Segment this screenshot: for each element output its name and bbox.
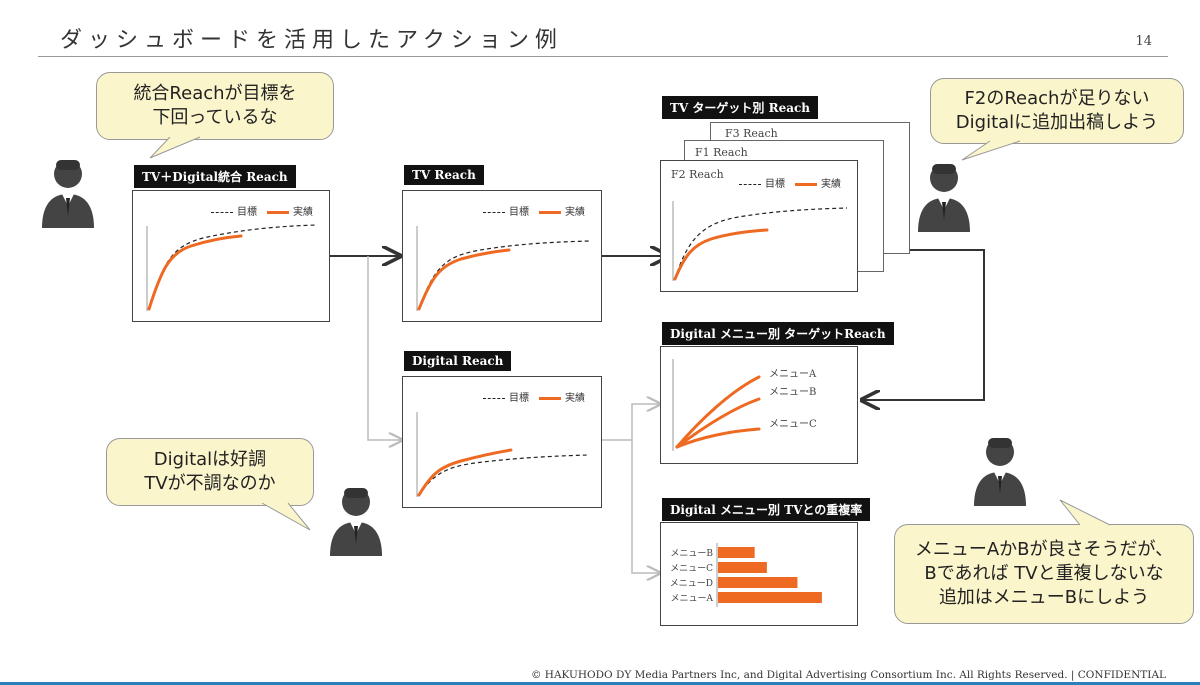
legend-actual-line <box>539 397 561 400</box>
legend-target-line <box>739 184 761 185</box>
panel-digital-menu-target: メニューA メニューB メニューC <box>660 346 858 464</box>
reach-line-chart <box>416 412 590 497</box>
series-label-menu-b: メニューB <box>769 387 816 398</box>
sheet-label: F3 Reach <box>725 127 778 140</box>
panel-integrated-reach: 目標 実績 <box>132 190 330 322</box>
bubble-line: Digitalに追加出稿しよう <box>955 112 1159 133</box>
legend-target-line <box>211 212 233 213</box>
legend-actual-label: 実績 <box>565 207 585 218</box>
bubble-line: Digitalは好調 <box>153 449 267 470</box>
bubble-line: メニューAかBが良さそうだが、 <box>914 539 1174 560</box>
legend-target-label: 目標 <box>237 207 257 218</box>
legend-target-label: 目標 <box>509 393 529 404</box>
sheet-label: F1 Reach <box>695 146 748 159</box>
series-line-menu-a <box>675 375 761 449</box>
bar-メニューD <box>718 577 798 588</box>
bubble-line: 統合Reachが目標を <box>133 83 297 104</box>
legend-actual-label: 実績 <box>565 393 585 404</box>
panel-digital-menu-overlap: メニューB メニューC メニューD メニューA <box>660 522 858 626</box>
chart-legend: 目標 実績 <box>739 175 841 190</box>
speech-bubble-top-left: 統合Reachが目標を 下回っているな <box>96 72 334 140</box>
bubble-line: TVが不調なのか <box>144 473 276 494</box>
page-number: 14 <box>1135 34 1152 49</box>
menu-line-chart: メニューA メニューB メニューC <box>672 359 817 451</box>
copyright-footer: © HAKUHODO DY Media Partners Inc, and Di… <box>530 669 1166 681</box>
overlap-bar-chart: メニューB メニューC メニューD メニューA <box>670 543 822 607</box>
bar-メニューB <box>718 547 755 558</box>
legend-actual-line <box>539 211 561 214</box>
footer-divider <box>0 682 1200 685</box>
panel-label-integrated: TV＋Digital統合 Reach <box>134 165 296 188</box>
panel-label-tv: TV Reach <box>404 165 484 185</box>
panel-tv-reach: 目標 実績 <box>402 190 602 322</box>
legend-target-line <box>483 398 505 399</box>
tv-target-sheet-f2: F2 Reach 目標 実績 <box>660 160 858 292</box>
sheet-label: F2 Reach <box>671 168 724 181</box>
legend-actual-label: 実績 <box>293 207 313 218</box>
panel-label-digital: Digital Reach <box>404 351 512 371</box>
bubble-line: 追加はメニューBにしよう <box>938 587 1150 608</box>
bar-メニューC <box>718 562 767 573</box>
legend-actual-label: 実績 <box>821 179 841 190</box>
bubble-line: F2のReachが足りない <box>964 88 1150 109</box>
series-line-menu-b <box>675 397 761 449</box>
series-label-menu-a: メニューA <box>769 369 817 380</box>
speech-bubble-bottom-right: メニューAかBが良さそうだが、 Bであれば TVと重複しないな 追加はメニューB… <box>894 524 1194 624</box>
title-divider <box>38 56 1168 57</box>
panel-label-tv-target: TV ターゲット別 Reach <box>662 96 819 119</box>
businessman-icon <box>974 438 1026 506</box>
speech-bubble-top-right: F2のReachが足りない Digitalに追加出稿しよう <box>930 78 1184 144</box>
series-line-menu-c <box>675 427 761 449</box>
reach-line-chart <box>146 224 318 311</box>
chart-legend: 目標 実績 <box>211 203 313 218</box>
arrow-digital-to-menu <box>602 404 660 441</box>
bar-category-label: メニューD <box>670 579 713 589</box>
chart-legend: 目標 実績 <box>483 389 585 404</box>
arrow-integrated-to-digital <box>367 256 402 440</box>
slide-title: ダッシュボードを活用したアクション例 <box>60 28 563 53</box>
legend-target-line <box>483 212 505 213</box>
reach-line-chart <box>672 201 848 281</box>
legend-actual-line <box>795 183 817 186</box>
bar-category-label: メニューC <box>670 564 713 574</box>
bar-category-label: メニューB <box>670 549 713 559</box>
series-label-menu-c: メニューC <box>769 419 817 430</box>
bar-category-label: メニューA <box>671 594 714 604</box>
businessman-icon <box>330 488 382 556</box>
arrow-target-to-menu <box>858 249 985 400</box>
panel-label-digital-menu-target: Digital メニュー別 ターゲットReach <box>662 322 894 345</box>
reach-line-chart <box>416 226 590 311</box>
panel-label-digital-menu-overlap: Digital メニュー別 TVとの重複率 <box>662 498 871 521</box>
speech-bubble-bottom-left: Digitalは好調 TVが不調なのか <box>106 438 314 506</box>
businessman-icon <box>918 164 970 232</box>
chart-legend: 目標 実績 <box>483 203 585 218</box>
bubble-line: Bであれば TVと重複しないな <box>924 563 1164 584</box>
legend-actual-line <box>267 211 289 214</box>
bubble-line: 下回っているな <box>152 107 278 128</box>
businessman-icon <box>42 160 94 228</box>
legend-target-label: 目標 <box>509 207 529 218</box>
bar-メニューA <box>718 592 822 603</box>
legend-target-label: 目標 <box>765 179 785 190</box>
panel-digital-reach: 目標 実績 <box>402 376 602 508</box>
arrow-digital-to-overlap <box>631 440 660 573</box>
